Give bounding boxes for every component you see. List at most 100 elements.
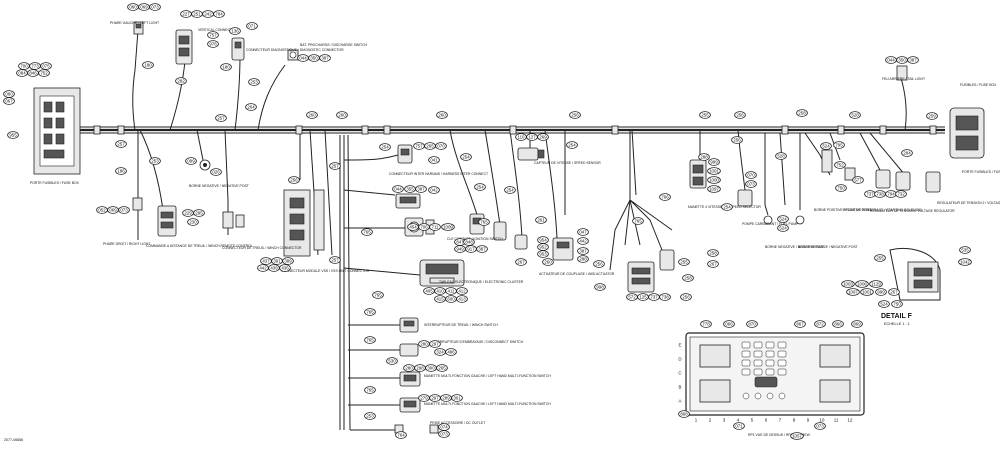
callout-text: 524 (880, 302, 888, 307)
callout-c-297: 297 (429, 340, 441, 348)
callout-c-872: 872 (814, 320, 826, 328)
callout-c-738b: 738 (874, 190, 886, 198)
callout-text: 847 (456, 240, 464, 245)
detail-f: DETAIL F ECHELLE 1 : 1 (881, 247, 941, 326)
callout-text: 261 (537, 218, 545, 223)
callout-c-572: 572 (626, 293, 638, 301)
callout-c-084: 084 (16, 69, 28, 77)
callout-c-998: 998 (594, 283, 606, 291)
callout-c-600: 600 (445, 295, 457, 303)
component-label: REGULATEUR DE TENSION / VOLTAGE REGULATO… (870, 209, 955, 213)
callout-text: 069 (140, 5, 148, 10)
callout-c-256d: 256 (731, 136, 743, 144)
callout-text: 256 (733, 138, 741, 143)
callout-c-044b: 044 (885, 56, 897, 64)
callout-c-267c: 267 (888, 288, 900, 296)
rp1-fuse-slot (777, 359, 787, 367)
callout-c-269: 269 (537, 133, 549, 141)
callout-text: 127 (528, 135, 536, 140)
callout-text: 794 (887, 192, 895, 197)
callout-text: 1042 (960, 260, 970, 265)
callout-text: 071 (248, 24, 256, 29)
callout-text: 256 (682, 295, 690, 300)
callout-c-355: 355 (404, 185, 416, 193)
callout-text: 071 (735, 424, 743, 429)
callout-text: 954 (539, 238, 547, 243)
callout-c-127: 127 (526, 133, 538, 141)
callout-text: 524 (822, 144, 830, 149)
callout-text: 577 (854, 178, 862, 183)
callout-c-1003: 1003 (841, 280, 855, 288)
callout-c-069b: 069 (107, 206, 119, 214)
callout-c-254: 254 (379, 143, 391, 151)
callout-c-387e: 387 (577, 247, 589, 255)
callout-text: 279 (420, 396, 428, 401)
component-label: PORTE FUSIBLES / FUSE BOX (962, 170, 1000, 174)
callout-c-868: 868 (678, 410, 690, 418)
callout-text: 067 (5, 99, 13, 104)
callout-text: 869 (853, 322, 861, 327)
callout-c-110: 110 (515, 133, 527, 141)
callout-c-846: 846 (27, 69, 39, 77)
callout-c-026: 026 (210, 168, 222, 176)
callout-c-530: 530 (386, 357, 398, 365)
callout-c-413: 413 (456, 295, 468, 303)
callout-text: 998 (596, 285, 604, 290)
callout-c-099: 099 (185, 157, 197, 165)
callout-text: 259 (928, 114, 936, 119)
connector-254e (493, 221, 528, 250)
callout-c-765e: 765 (364, 336, 376, 344)
rp1-fuse-slot (777, 341, 787, 349)
rp1-fuse-slot (741, 350, 751, 358)
callout-text: 848 (465, 240, 473, 245)
rp1-row-B: B (679, 385, 682, 390)
4speed-selector (689, 159, 707, 189)
callout-c-953: 953 (537, 250, 549, 258)
callout-c-732: 732 (895, 190, 907, 198)
callout-c-436: 436 (279, 264, 291, 272)
callout-text: 976 (209, 42, 217, 47)
callout-text: 256 (571, 113, 579, 118)
callout-text: 267 (517, 260, 525, 265)
component-label: CAPTEUR DE VITESSE / SPEED SENSOR (534, 161, 601, 165)
callout-text: 073 (151, 5, 159, 10)
callout-text: 778 (702, 322, 710, 327)
callout-text: 486 (447, 350, 455, 355)
callout-c-700: 700 (18, 62, 30, 70)
rp1-col-8: 8 (793, 418, 796, 423)
rp1-fuse-slot (741, 341, 751, 349)
callout-text: 439 (270, 266, 278, 271)
callout-c-258c: 258 (707, 249, 719, 257)
callout-c-254b: 254 (460, 153, 472, 161)
callout-c-524c: 524 (820, 142, 832, 150)
callout-text: 074 (440, 425, 448, 430)
callout-c-752b: 752 (834, 161, 846, 169)
rp1-fuse-slot (765, 368, 775, 376)
callout-text: 180 (144, 63, 152, 68)
component-label: ACTUATEUR DE COUPLAGE / 4WD ACTUATOR (539, 272, 615, 276)
callout-c-047: 047 (577, 228, 589, 236)
component-label: BAT. PROCHARGE / DISCHARGE SWITCH (300, 43, 368, 47)
rp1-fuse-slot (765, 359, 775, 367)
callout-text: 044 (887, 58, 895, 63)
callout-text: 752 (836, 163, 844, 168)
callout-text: 230 (189, 220, 197, 225)
callout-text: 256 (595, 262, 603, 267)
rp1-col-7: 7 (779, 418, 782, 423)
callout-text: 387 (579, 249, 587, 254)
callout-text: 1057 (792, 434, 802, 439)
callout-text: 872 (816, 322, 824, 327)
callout-c-180: 180 (142, 61, 154, 69)
rp1-col-2: 2 (709, 418, 712, 423)
callout-c-350: 350 (308, 54, 320, 62)
callout-c-256b: 256 (734, 111, 746, 119)
callout-text: 1003 (843, 282, 853, 287)
callout-c-773: 773 (29, 62, 41, 70)
negative-post-left (199, 159, 211, 171)
callout-c-265b: 265 (436, 364, 448, 372)
callout-c-869: 869 (851, 320, 863, 328)
callout-text: 917 (467, 247, 475, 252)
callout-text: 870 (748, 322, 756, 327)
